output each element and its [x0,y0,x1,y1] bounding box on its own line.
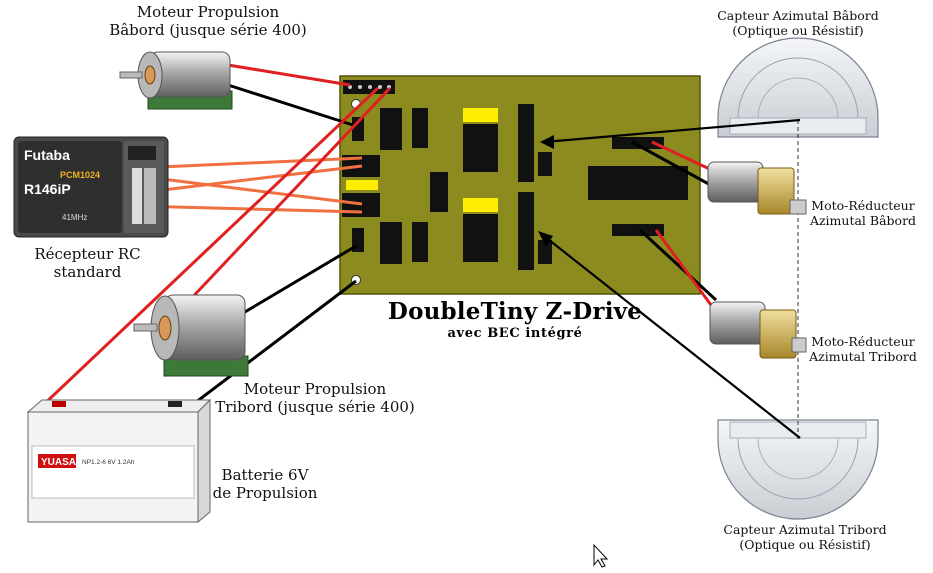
mosfet-chip-2 [380,222,402,264]
center-header [430,172,448,212]
gearmotor-header-port [612,137,664,149]
small-header-1 [538,152,552,176]
gearmotor-shaft [789,199,807,215]
motor-port [119,51,233,110]
wire-motor-port-minus [227,83,357,128]
motor-shaft [133,323,158,332]
header-pins-1 [412,108,428,148]
jumper-1 [463,108,498,122]
gearmotor-can [707,161,764,203]
motor-starboard [133,294,249,377]
sensor-starboard [717,419,879,520]
gearbox [757,167,795,215]
wire-battery-plus [38,86,380,410]
gearmotor-can [709,301,766,345]
receiver-brand: Futaba [24,147,70,163]
header-pins-2 [412,222,428,262]
mosfet-chip-1 [380,108,402,150]
diagram-subtitle: avec BEC intégré [447,326,583,341]
jumper-bec [346,180,378,190]
wiring [38,63,801,439]
driver-board [339,75,701,295]
gearmotor-port [707,161,807,215]
microcontroller [588,166,688,200]
rc-receiver: Futaba PCM1024 R146iP 41MHz [13,136,169,238]
small-header-2 [538,240,552,264]
jumper-2 [463,198,498,212]
gearbox [759,309,797,359]
diagram-title-block: DoubleTiny Z-Drive avec BEC intégré [370,298,660,341]
wire-motor-starboard-minus [227,244,357,324]
gearmotor-header-starboard [612,224,664,236]
driver-ic-2 [463,214,498,262]
gearmotor-starboard [709,301,807,359]
receiver-model-code: PCM1024 [60,170,100,180]
diagram-title: DoubleTiny Z-Drive [387,298,643,325]
gearmotor-shaft [791,337,807,353]
receiver-frequency: 41MHz [62,213,87,222]
label-sensor-port: Capteur Azimutal Bâbord(Optique ou Résis… [717,8,879,38]
label-sensor-starboard: Capteur Azimutal Tribord(Optique ou Rési… [723,522,887,552]
wire-motor-port-plus [227,63,351,87]
sensor-header-port [518,104,534,182]
mouse-cursor-icon [593,543,609,568]
driver-ic-1 [463,124,498,172]
wire-sensor-port [543,118,801,144]
wire-battery-minus [174,279,357,420]
sensor-header-starboard [518,192,534,270]
receiver-model: R146iP [24,181,71,197]
battery-brand: YUASA [41,457,76,468]
battery-model: NP1.2-6 6V 1.2Ah [82,459,135,466]
wire-sensor-starboard [543,235,801,439]
battery: YUASA NP1.2-6 6V 1.2Ah [26,398,212,524]
motor-shaft [119,71,143,79]
